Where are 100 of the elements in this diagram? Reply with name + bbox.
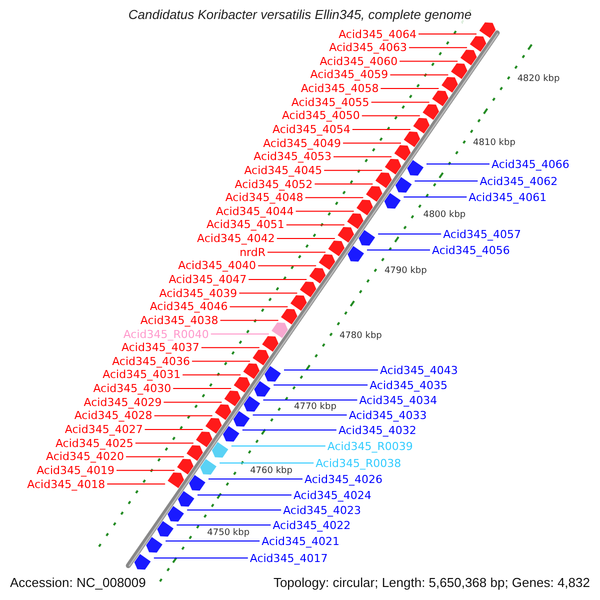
gene-label: Acid345_4039 — [159, 286, 238, 300]
gene-label: Acid345_4035 — [370, 378, 448, 392]
leader-line — [219, 462, 314, 464]
gene-label: Acid345_4036 — [112, 354, 190, 368]
leader-line — [286, 224, 345, 226]
leader-line — [200, 347, 260, 348]
leader-line — [197, 494, 292, 496]
gene-label: Acid345_4027 — [64, 422, 143, 436]
gene-label: Acid345_4040 — [178, 259, 256, 272]
gene-label: Acid345_4024 — [293, 488, 372, 502]
gene-label: Acid345_4034 — [359, 394, 438, 406]
gene-label: Acid345_4049 — [263, 136, 341, 150]
accession-text: Accession: NC_008009 — [10, 575, 146, 590]
gene-label: Acid345_4029 — [84, 396, 162, 409]
gene-label: Acid345_4043 — [380, 364, 458, 376]
gene-label: Acid345_4018 — [27, 478, 106, 490]
leader-line — [134, 442, 194, 444]
leader-line — [258, 265, 317, 266]
leader-line — [182, 374, 242, 376]
scale-label: 4770 kbp — [294, 402, 336, 413]
scale-label: 4800 kbp — [423, 210, 466, 220]
gene-label: Acid345_4038 — [140, 314, 218, 327]
leader-line — [414, 180, 478, 182]
gene-label: Acid345_4057 — [443, 228, 521, 240]
leader-line — [165, 540, 260, 542]
gene-label: Acid345_4021 — [262, 534, 340, 548]
gene-label: Acid345_4020 — [46, 450, 124, 464]
gene-label: Acid345_4061 — [468, 190, 547, 204]
leader-line — [172, 388, 232, 389]
gene-label: Acid345_4031 — [102, 368, 181, 382]
gene-label: Acid345_4032 — [338, 424, 416, 436]
leader-line — [352, 129, 411, 130]
gene-label: Acid345_4042 — [197, 232, 275, 246]
leader-line — [390, 74, 449, 76]
leader-line — [370, 102, 430, 103]
gene-label: Acid345_4066 — [492, 158, 570, 170]
leader-line — [342, 142, 402, 144]
leader-line — [304, 197, 364, 198]
leader-line — [333, 156, 392, 158]
gene-label: Acid345_4064 — [338, 28, 416, 40]
gene-label: Acid345_R0038 — [316, 456, 402, 470]
leader-line — [248, 279, 308, 280]
leader-line — [154, 415, 213, 416]
scale-label: 4810 kbp — [473, 138, 516, 148]
scale-label: 4790 kbp — [384, 266, 427, 276]
gene-label: Acid345_R0039 — [327, 440, 413, 452]
leader-line — [229, 306, 288, 308]
gene-label: Acid345_4056 — [432, 244, 510, 256]
gene-label: Acid345_4058 — [300, 82, 379, 96]
leader-line — [295, 210, 354, 212]
gene-label: Acid345_4030 — [93, 382, 172, 396]
gene-label: Acid345_4044 — [216, 204, 294, 218]
leader-line — [238, 292, 298, 294]
gene-label: Acid345_4063 — [329, 41, 408, 54]
scale-label: 4820 kbp — [517, 74, 560, 84]
scale-label: 4760 kbp — [250, 466, 292, 476]
gene-label: Acid345_4048 — [225, 191, 304, 204]
gene-label: Acid345_4023 — [283, 504, 361, 516]
leader-line — [380, 88, 440, 89]
gene-label: Acid345_4047 — [168, 272, 247, 286]
gene-label: Acid345_4055 — [291, 96, 370, 109]
leader-line — [176, 524, 272, 526]
gene-label: Acid345_4019 — [36, 464, 115, 477]
gene-label: Acid345_4062 — [480, 174, 558, 188]
gene-label: Acid345_4022 — [272, 518, 351, 532]
leader-line — [208, 478, 303, 480]
leader-line — [192, 360, 250, 362]
gene-label: Acid345_4025 — [55, 436, 134, 450]
gene-label: Acid345_4017 — [250, 552, 328, 564]
leader-line — [408, 47, 468, 48]
leader-line — [144, 429, 204, 430]
genome-stats-text: Topology: circular; Length: 5,650,368 bp; Genes: 4,832 — [273, 575, 590, 590]
leader-line — [361, 115, 420, 116]
scale-label: 4750 kbp — [207, 528, 250, 538]
gene-label: Acid345_4053 — [254, 150, 332, 164]
leader-line — [252, 414, 348, 416]
leader-line — [126, 456, 184, 458]
gene-label: Acid345_4051 — [206, 218, 284, 232]
gene-label: Acid345_4060 — [320, 54, 398, 68]
leader-line — [276, 238, 336, 239]
gene-label: Acid345_4037 — [122, 341, 200, 354]
gene-label: Acid345_4026 — [304, 472, 382, 486]
leader-line — [273, 384, 368, 386]
gene-label: Acid345_4028 — [74, 409, 152, 422]
leader-line — [116, 470, 175, 471]
gene-label: Acid345_4052 — [234, 178, 313, 190]
leader-line — [403, 196, 468, 198]
leader-line — [163, 402, 222, 403]
gene-label: Acid345_4033 — [348, 408, 427, 422]
gene-label: Acid345_4054 — [272, 122, 350, 136]
scale-label: 4780 kbp — [339, 330, 382, 342]
leader-line — [267, 252, 326, 253]
gene-label: Acid345_R0040 — [123, 328, 209, 340]
leader-line — [324, 170, 383, 171]
leader-line — [399, 60, 458, 62]
leader-line — [220, 320, 279, 321]
gene-label: nrdR — [240, 246, 266, 259]
gene-label: Acid345_4059 — [310, 68, 388, 82]
gene-label: Acid345_4050 — [282, 109, 360, 122]
gene-label: Acid345_4045 — [244, 164, 322, 177]
